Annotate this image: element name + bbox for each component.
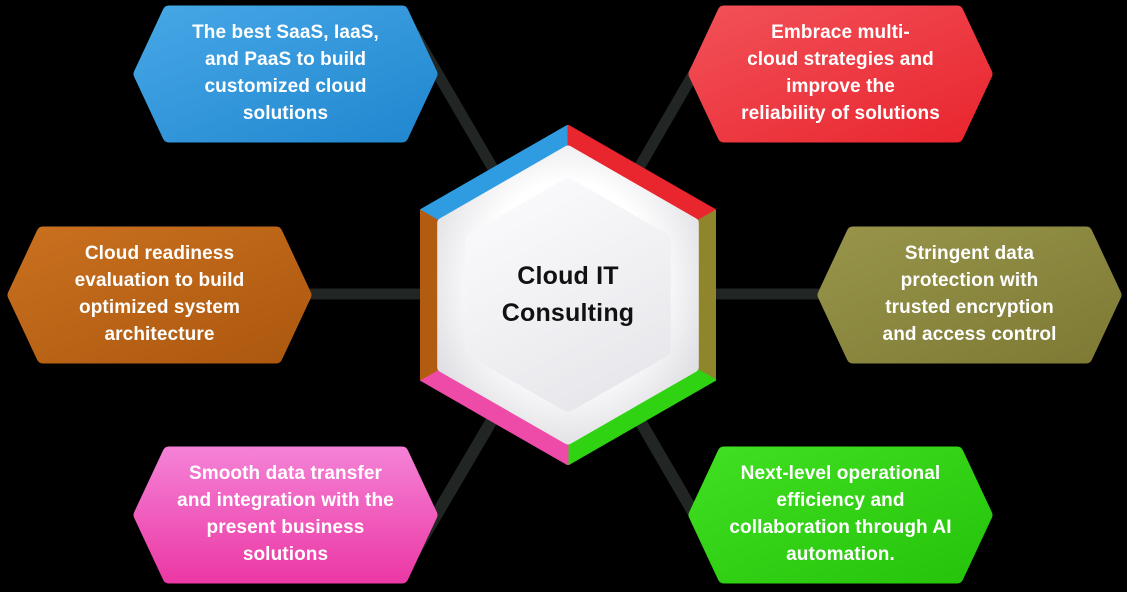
node-ai-automation: Next-level operational efficiency and co…	[688, 446, 993, 584]
node-saas-paas-iaas: The best SaaS, IaaS, and PaaS to build c…	[133, 5, 438, 143]
node-label: Cloud readiness evaluation to build opti…	[74, 243, 245, 345]
hexagon-shape-blue	[133, 5, 438, 143]
node-label: The best SaaS, IaaS, and PaaS to build c…	[192, 22, 379, 124]
hexagon-shape-green	[688, 446, 993, 584]
node-cloud-readiness: Cloud readiness evaluation to build opti…	[7, 226, 312, 364]
hexagon-shape-orange	[7, 226, 312, 364]
node-label: Embrace multi- cloud strategies and impr…	[741, 22, 940, 124]
node-data-protection: Stringent data protection with trusted e…	[817, 226, 1122, 364]
hexagon-shape-olive	[817, 226, 1122, 364]
node-label: Next-level operational efficiency and co…	[729, 463, 952, 565]
hexagon-shape-pink	[133, 446, 438, 584]
node-data-transfer: Smooth data transfer and integration wit…	[133, 446, 438, 584]
hexagon-shape-red	[688, 5, 993, 143]
center-title: Cloud IT Consulting	[501, 261, 635, 328]
node-label: Smooth data transfer and integration wit…	[177, 463, 394, 565]
node-label: Stringent data protection with trusted e…	[882, 243, 1057, 345]
center-hexagon-graphic	[420, 125, 716, 465]
node-multi-cloud: Embrace multi- cloud strategies and impr…	[688, 5, 993, 143]
center-hexagon: Cloud IT Consulting	[420, 125, 716, 465]
